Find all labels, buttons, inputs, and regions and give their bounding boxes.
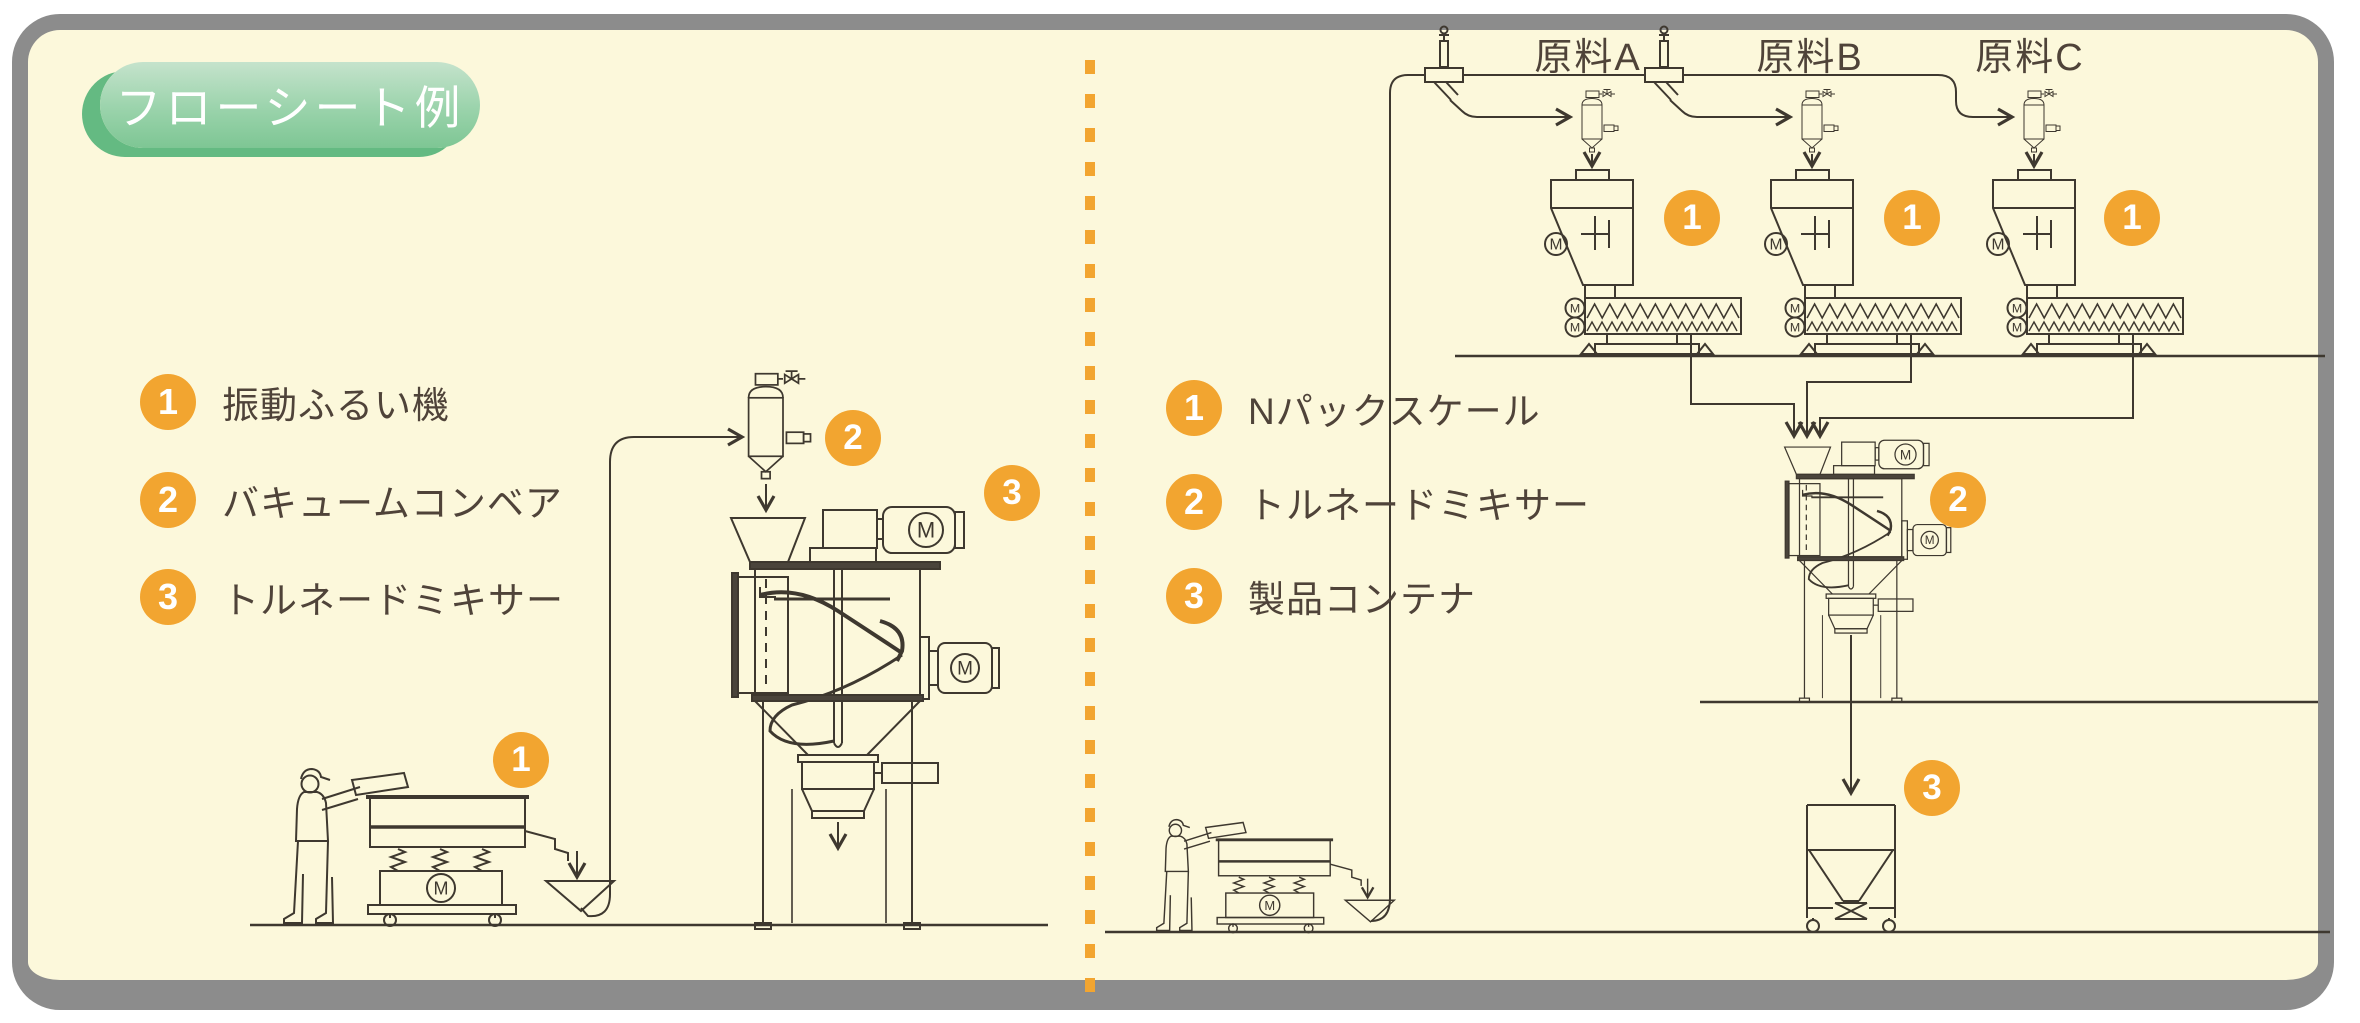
diagram-badge-tornado-mixer: 2 <box>1930 472 1986 528</box>
legend-item-vacuum-conveyor: 2 バキュームコンベア <box>140 472 563 528</box>
legend-number-badge: 3 <box>140 569 196 625</box>
legend-item-sieve: 1 振動ふるい機 <box>140 374 450 430</box>
legend-number-badge: 1 <box>140 374 196 430</box>
diagram-badge-npack-c: 1 <box>2104 190 2160 246</box>
branch-pipe-a <box>1449 99 1574 127</box>
legend-label: 製品コンテナ <box>1248 579 1476 620</box>
diagram-badge-npack-b: 1 <box>1884 190 1940 246</box>
right-flow-diagram <box>1105 25 2330 933</box>
collection-line-b <box>1797 334 1912 440</box>
diagram-badge-npack-a: 1 <box>1664 190 1720 246</box>
diagram-badge-tornado-mixer: 3 <box>984 465 1040 521</box>
page-title: フローシート例 <box>100 62 480 148</box>
legend-label: 振動ふるい機 <box>222 385 450 426</box>
legend-label: トルネードミキサー <box>1248 485 1590 526</box>
vacuum-main-pipe <box>1370 74 1425 922</box>
legend-item-npack-scale: 1 Nパックスケール <box>1166 380 1541 436</box>
legend-number-badge: 1 <box>1166 380 1222 436</box>
legend-number-badge: 2 <box>1166 474 1222 530</box>
diagram-badge-vacuum-conveyor: 2 <box>825 410 881 466</box>
material-label-a: 原料A <box>1534 37 1642 79</box>
legend-item-product-container: 3 製品コンテナ <box>1166 568 1476 624</box>
vacuum-pipe <box>580 427 746 918</box>
diagram-badge-product-container: 3 <box>1904 760 1960 816</box>
collection-line-c <box>1810 334 2134 440</box>
diagram-badge-sieve: 1 <box>493 732 549 788</box>
left-flow-diagram <box>250 370 1048 929</box>
legend-number-badge: 3 <box>1166 568 1222 624</box>
collection-line-a <box>1690 334 1804 440</box>
legend-item-tornado-mixer: 3 トルネードミキサー <box>140 569 564 625</box>
material-label-c: 原料C <box>1975 37 2085 79</box>
legend-number-badge: 2 <box>140 472 196 528</box>
panel-divider <box>1085 60 1095 996</box>
branch-pipe-b <box>1669 99 1794 127</box>
legend-item-tornado-mixer: 2 トルネードミキサー <box>1166 474 1590 530</box>
material-label-b: 原料B <box>1756 37 1864 79</box>
product-container <box>1806 804 1896 933</box>
legend-label: トルネードミキサー <box>222 580 564 621</box>
branch-pipe-c <box>1683 74 2016 127</box>
legend-label: Nパックスケール <box>1248 391 1541 432</box>
legend-label: バキュームコンベア <box>222 483 563 524</box>
